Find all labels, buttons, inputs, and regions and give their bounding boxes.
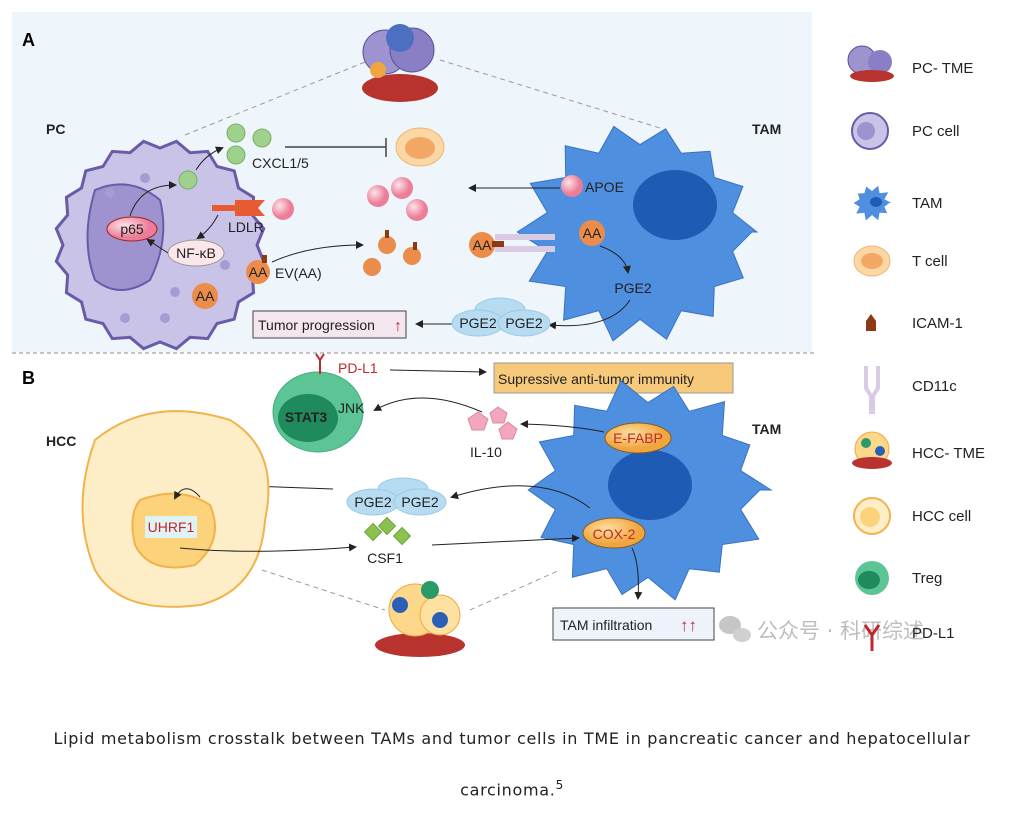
caption-reference: 5 bbox=[555, 778, 564, 792]
legend-label: CD11c bbox=[912, 378, 957, 395]
jnk-text: JNK bbox=[338, 400, 365, 416]
pge2-cluster-b bbox=[346, 477, 447, 516]
figure-caption: Lipid metabolism crosstalk between TAMs … bbox=[20, 716, 1004, 813]
wechat-watermark: 公众号 · 科研综述 bbox=[719, 616, 924, 643]
icam1-icon bbox=[866, 314, 876, 331]
legend-label: HCC cell bbox=[912, 508, 971, 525]
pge2-b-1: PGE2 bbox=[354, 494, 392, 510]
t-cell-icon bbox=[853, 245, 891, 277]
aa-membrane-text: AA bbox=[473, 237, 492, 253]
pge2-a-2: PGE2 bbox=[505, 315, 543, 331]
legend-item: TAM bbox=[853, 185, 943, 221]
legend-label: PC cell bbox=[912, 123, 960, 140]
aa-intracellular bbox=[192, 283, 218, 309]
tam-infiltration-text: TAM infiltration bbox=[560, 617, 652, 633]
nfkb-text: NF-κB bbox=[176, 245, 216, 261]
hcc-cell-icon bbox=[853, 497, 891, 535]
panel-b-label: B bbox=[22, 368, 35, 388]
tam-nucleus-a bbox=[633, 170, 717, 240]
p65-text: p65 bbox=[120, 221, 144, 237]
pdl1-text: PD-L1 bbox=[338, 360, 378, 376]
panel-a-label: A bbox=[22, 30, 35, 50]
ldlr-receptor bbox=[212, 200, 265, 216]
apoe-particles bbox=[367, 177, 428, 221]
ev-particles bbox=[363, 230, 421, 276]
hcc-label: HCC bbox=[46, 433, 76, 449]
pdl1-receptor-icon bbox=[315, 353, 325, 374]
lipoprotein-particle bbox=[272, 198, 294, 220]
legend-item: CD11c bbox=[864, 366, 957, 414]
tam-infiltration-box bbox=[552, 607, 715, 641]
legend-item: Treg bbox=[855, 561, 942, 595]
tam-label-a: TAM bbox=[752, 121, 781, 137]
legend-item: T cell bbox=[853, 245, 948, 277]
pge2-text: PGE2 bbox=[614, 280, 652, 296]
hcc-tme-icon bbox=[852, 431, 892, 469]
double-up-arrow-icon: ↑↑ bbox=[680, 616, 697, 635]
tam-icon bbox=[853, 185, 892, 221]
caption-text: Lipid metabolism crosstalk between TAMs … bbox=[53, 729, 971, 800]
pc-cell-icon bbox=[851, 112, 889, 150]
legend-item: HCC cell bbox=[853, 497, 971, 535]
apoe-text: APOE bbox=[585, 179, 624, 195]
tumor-progression-text: Tumor progression bbox=[258, 317, 375, 333]
pc-tme-icon bbox=[847, 45, 894, 82]
pge2-cluster-a bbox=[451, 297, 551, 337]
up-arrow-icon: ↑ bbox=[394, 318, 402, 335]
aa-intracellular-text: AA bbox=[196, 288, 215, 304]
legend-label: Treg bbox=[912, 570, 942, 587]
efabp-text: E-FABP bbox=[613, 430, 663, 446]
p65-node bbox=[106, 216, 158, 242]
pc-label: PC bbox=[46, 121, 65, 137]
uhrf1-node bbox=[145, 516, 197, 538]
pdl1-icon bbox=[863, 624, 881, 651]
cd11c-icon bbox=[864, 366, 880, 414]
suppressive-box bbox=[493, 362, 734, 394]
treg-icon bbox=[855, 561, 889, 595]
il10-particles bbox=[467, 406, 518, 440]
ldlr-text: LDLR bbox=[228, 219, 264, 235]
efabp-node bbox=[604, 422, 672, 454]
legend-label: PC- TME bbox=[912, 60, 973, 77]
tumor-progression-box bbox=[252, 310, 407, 339]
hcc-tme-illustration bbox=[261, 569, 561, 657]
csf1-particles bbox=[363, 516, 412, 546]
legend-label: PD-L1 bbox=[912, 625, 955, 642]
legend-label: T cell bbox=[912, 253, 948, 270]
legend-item: PC- TME bbox=[847, 45, 973, 82]
legend-label: ICAM-1 bbox=[912, 315, 963, 332]
legend-label: HCC- TME bbox=[912, 445, 985, 462]
aa-ev-text: AA bbox=[249, 264, 268, 280]
aa-tam-text: AA bbox=[583, 225, 602, 241]
legend-item: HCC- TME bbox=[852, 431, 985, 469]
legend-item: PC cell bbox=[851, 112, 960, 150]
csf1-text: CSF1 bbox=[367, 550, 403, 566]
pc-cell bbox=[54, 139, 266, 351]
cxcl-text: CXCL1/5 bbox=[252, 155, 309, 171]
watermark-text: 公众号 · 科研综述 bbox=[757, 619, 924, 643]
cxcl-particles bbox=[178, 123, 272, 190]
aa-ev bbox=[246, 260, 270, 284]
cox2-text: COX-2 bbox=[593, 526, 636, 542]
uhrf1-text: UHRF1 bbox=[148, 519, 195, 535]
legend-label: TAM bbox=[912, 195, 943, 212]
ev-aa-text: EV(AA) bbox=[275, 265, 322, 281]
stat3-text: STAT3 bbox=[285, 409, 327, 425]
cd11c-receptor bbox=[495, 234, 555, 252]
cox2-node bbox=[582, 517, 646, 549]
pc-tme-illustration bbox=[184, 24, 661, 136]
legend-item: ICAM-1 bbox=[866, 314, 963, 332]
pge2-a-1: PGE2 bbox=[459, 315, 497, 331]
suppressive-text: Supressive anti-tumor immunity bbox=[498, 371, 694, 387]
legend-item: PD-L1 bbox=[863, 624, 955, 651]
il10-text: IL-10 bbox=[470, 444, 502, 460]
tam-label-b: TAM bbox=[752, 421, 781, 437]
tam-nucleus-b bbox=[608, 450, 692, 520]
pge2-b-2: PGE2 bbox=[401, 494, 439, 510]
